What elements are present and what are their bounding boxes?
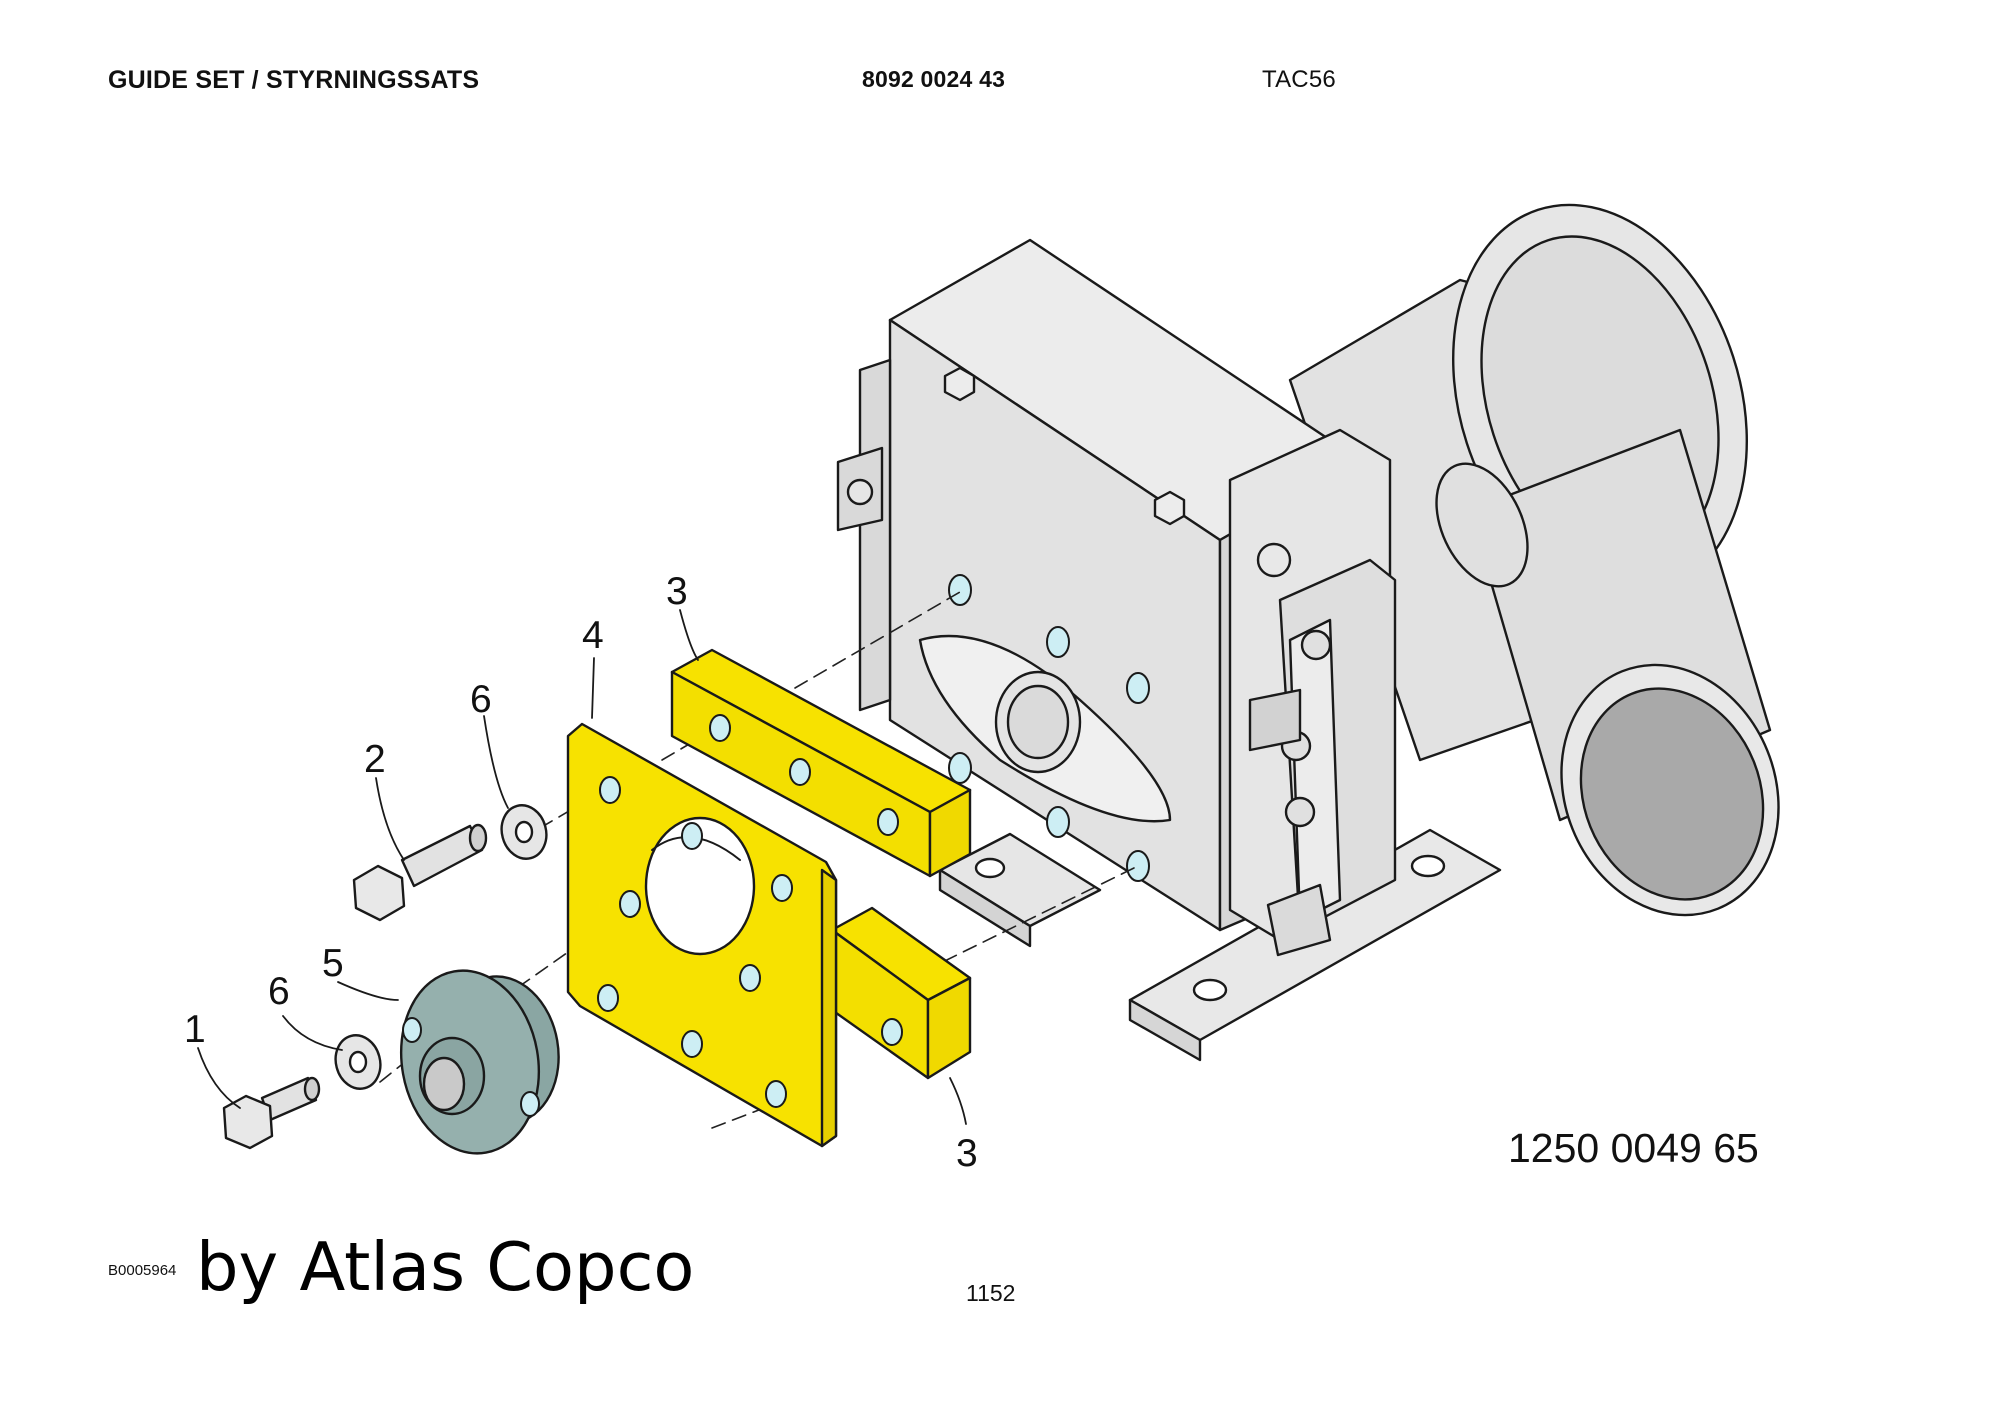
- drawing-reference-number: 1250 0049 65: [1508, 1125, 1759, 1171]
- callout-5: 5: [322, 942, 344, 985]
- callout-6-lower: 6: [268, 970, 290, 1013]
- document-title: GUIDE SET / STYRNINGSSATS: [108, 66, 480, 94]
- brand-watermark: by Atlas Copco: [196, 1228, 695, 1306]
- model-code: TAC56: [1262, 66, 1336, 93]
- washer-upper: [500, 804, 548, 860]
- washer-lower: [334, 1034, 382, 1090]
- guide-bar-upper: [670, 648, 972, 878]
- pipe-opening: [1579, 687, 1765, 901]
- bolt-upper: [352, 823, 488, 922]
- flange: [399, 969, 560, 1155]
- leader-lines: [197, 609, 967, 1125]
- mounting-plate: [566, 722, 838, 1148]
- callout-6-upper: 6: [470, 678, 492, 721]
- callout-3-upper: 3: [666, 570, 688, 613]
- callout-2: 2: [364, 738, 386, 781]
- page-number: 1152: [966, 1280, 1016, 1306]
- callout-4: 4: [582, 614, 604, 657]
- part-number: 8092 0024 43: [862, 66, 1006, 92]
- clamp-bracket: [1228, 428, 1397, 957]
- callout-1: 1: [184, 1008, 206, 1051]
- guide-bar-lower: [830, 906, 972, 1080]
- callout-3-lower: 3: [956, 1132, 978, 1175]
- bolt-lower: [222, 1076, 321, 1150]
- image-code: B0005964: [108, 1262, 177, 1279]
